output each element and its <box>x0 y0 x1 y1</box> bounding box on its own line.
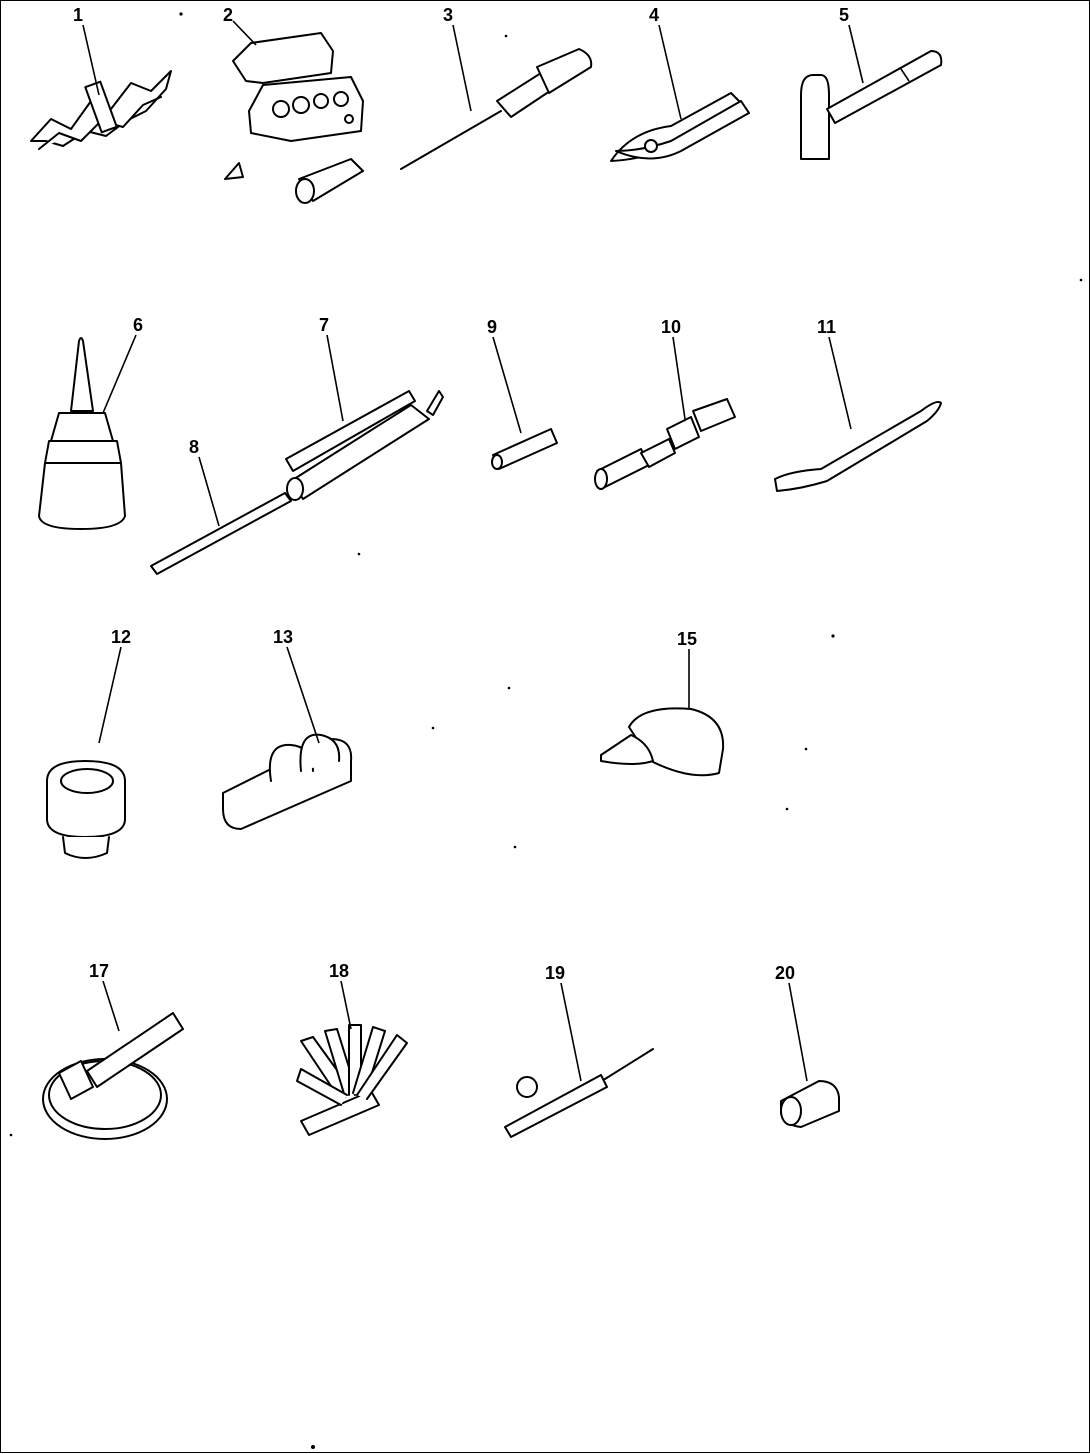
callout-12: 12 <box>111 627 131 647</box>
wrench-set-icon <box>30 70 172 150</box>
filter-wrench-icon <box>42 1012 184 1140</box>
cap-icon <box>600 707 725 777</box>
callout-18: 18 <box>329 961 349 981</box>
callout-4: 4 <box>649 5 659 25</box>
pliers-icon <box>610 92 750 162</box>
feeler-gauge-icon <box>296 1024 408 1136</box>
pipe-icon <box>491 428 558 470</box>
callout-7: 7 <box>319 315 329 335</box>
callout-3: 3 <box>443 5 453 25</box>
callout-19: 19 <box>545 963 565 983</box>
nozzle-icon <box>594 398 736 490</box>
callout-13: 13 <box>273 627 293 647</box>
scan-specks <box>9 12 1083 1449</box>
callout-20: 20 <box>775 963 795 983</box>
callout-15: 15 <box>677 629 697 649</box>
oil-bottle-icon <box>38 337 126 530</box>
grease-gun-icon <box>285 390 444 501</box>
socket-small-icon <box>780 1080 840 1128</box>
callout-9: 9 <box>487 317 497 337</box>
tool-bag-icon <box>222 733 353 830</box>
callout-11: 11 <box>817 317 836 337</box>
socket-box-icon <box>224 32 364 204</box>
socket-large-icon <box>46 760 126 859</box>
callout-10: 10 <box>661 317 681 337</box>
hammer-icon <box>800 50 943 160</box>
callout-17: 17 <box>89 961 109 981</box>
callout-5: 5 <box>839 5 849 25</box>
callout-8: 8 <box>189 437 199 457</box>
pry-bar-icon <box>774 401 942 492</box>
extension-rod-icon <box>150 492 292 575</box>
callout-2: 2 <box>223 5 233 25</box>
callout-1: 1 <box>73 5 83 25</box>
callout-6: 6 <box>133 315 143 335</box>
screwdriver-icon <box>400 48 593 170</box>
test-probe-icon <box>504 1048 654 1138</box>
